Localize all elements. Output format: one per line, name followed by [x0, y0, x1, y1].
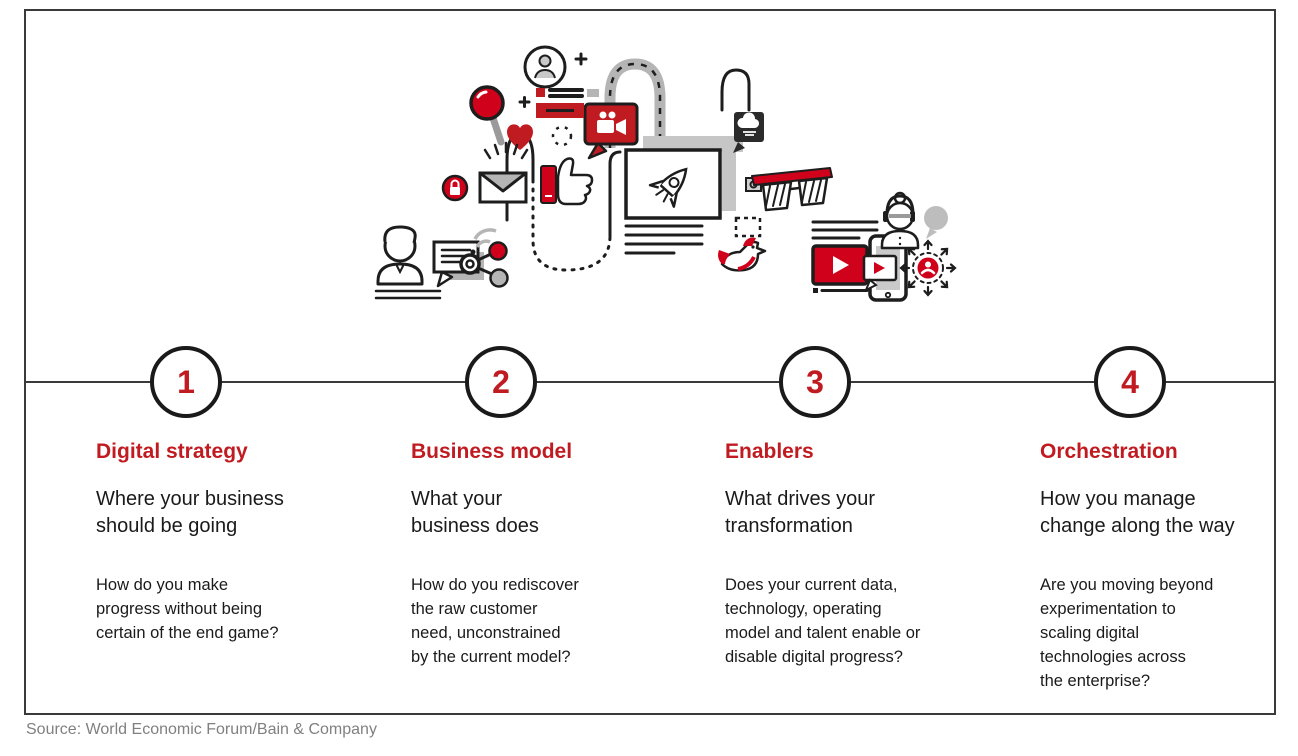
step-title: Digital strategy — [96, 440, 248, 463]
selection-box-icon — [734, 216, 762, 238]
user-avatar-icon — [523, 45, 567, 89]
step-circle-1: 1 — [150, 346, 222, 418]
video-chat-bubble-icon — [583, 102, 639, 160]
step-title: Enablers — [725, 440, 814, 463]
envelope-icon — [478, 141, 529, 204]
news-feed-icon — [536, 88, 599, 118]
step-subtitle: What your business does — [411, 488, 539, 537]
step-question: How do you rediscover the raw customer n… — [411, 576, 579, 666]
step-title: Orchestration — [1040, 440, 1178, 463]
step-question: Does your current data, technology, oper… — [725, 576, 921, 666]
chat-bubble-icon — [924, 206, 948, 239]
bird-icon — [718, 237, 767, 272]
cloud-message-icon — [720, 68, 764, 153]
step-subtitle: Where your business should be going — [96, 488, 284, 537]
step-column-orchestration: Orchestration How you manage change alon… — [1040, 440, 1280, 693]
digital-doodle-illustration — [374, 45, 957, 302]
magnifier-icon — [469, 85, 505, 146]
step-number: 4 — [1121, 363, 1139, 400]
outer-frame — [24, 9, 1276, 715]
step-column-business-model: Business model What your business does H… — [411, 440, 711, 669]
step-number: 2 — [492, 363, 510, 400]
step-title: Business model — [411, 440, 573, 463]
step-question: Are you moving beyond experimentation to… — [1040, 576, 1214, 690]
lock-badge-icon — [441, 174, 469, 202]
broadcast-user-icon — [899, 239, 957, 297]
wifi-icon — [470, 228, 497, 255]
step-question: How do you make progress without being c… — [96, 576, 279, 642]
person-chat-icon — [374, 225, 442, 300]
heart-icon — [507, 124, 533, 150]
timeline-axis — [24, 381, 1276, 383]
step-circle-4: 4 — [1094, 346, 1166, 418]
step-subtitle: What drives your transformation — [725, 488, 876, 537]
document-lines-icon — [624, 224, 704, 255]
step-column-enablers: Enablers What drives your transformation… — [725, 440, 1025, 669]
step-subtitle: How you manage change along the way — [1040, 488, 1235, 537]
spark-icon — [551, 125, 573, 147]
step-number: 1 — [177, 363, 195, 400]
source-attribution: Source: World Economic Forum/Bain & Comp… — [26, 721, 377, 738]
step-circle-2: 2 — [465, 346, 537, 418]
text-lines-icon — [811, 220, 879, 240]
thumbs-up-icon — [540, 157, 594, 206]
rocket-icon — [624, 148, 722, 220]
smart-glasses-icon — [745, 167, 833, 212]
headphones-user-icon — [880, 191, 920, 250]
step-circle-3: 3 — [779, 346, 851, 418]
video-player-icon — [811, 244, 869, 293]
plus-icon — [518, 52, 588, 108]
step-number: 3 — [806, 363, 824, 400]
padlock-icon — [604, 58, 743, 211]
step-column-digital-strategy: Digital strategy Where your business sho… — [96, 440, 396, 645]
share-network-icon — [459, 241, 509, 288]
